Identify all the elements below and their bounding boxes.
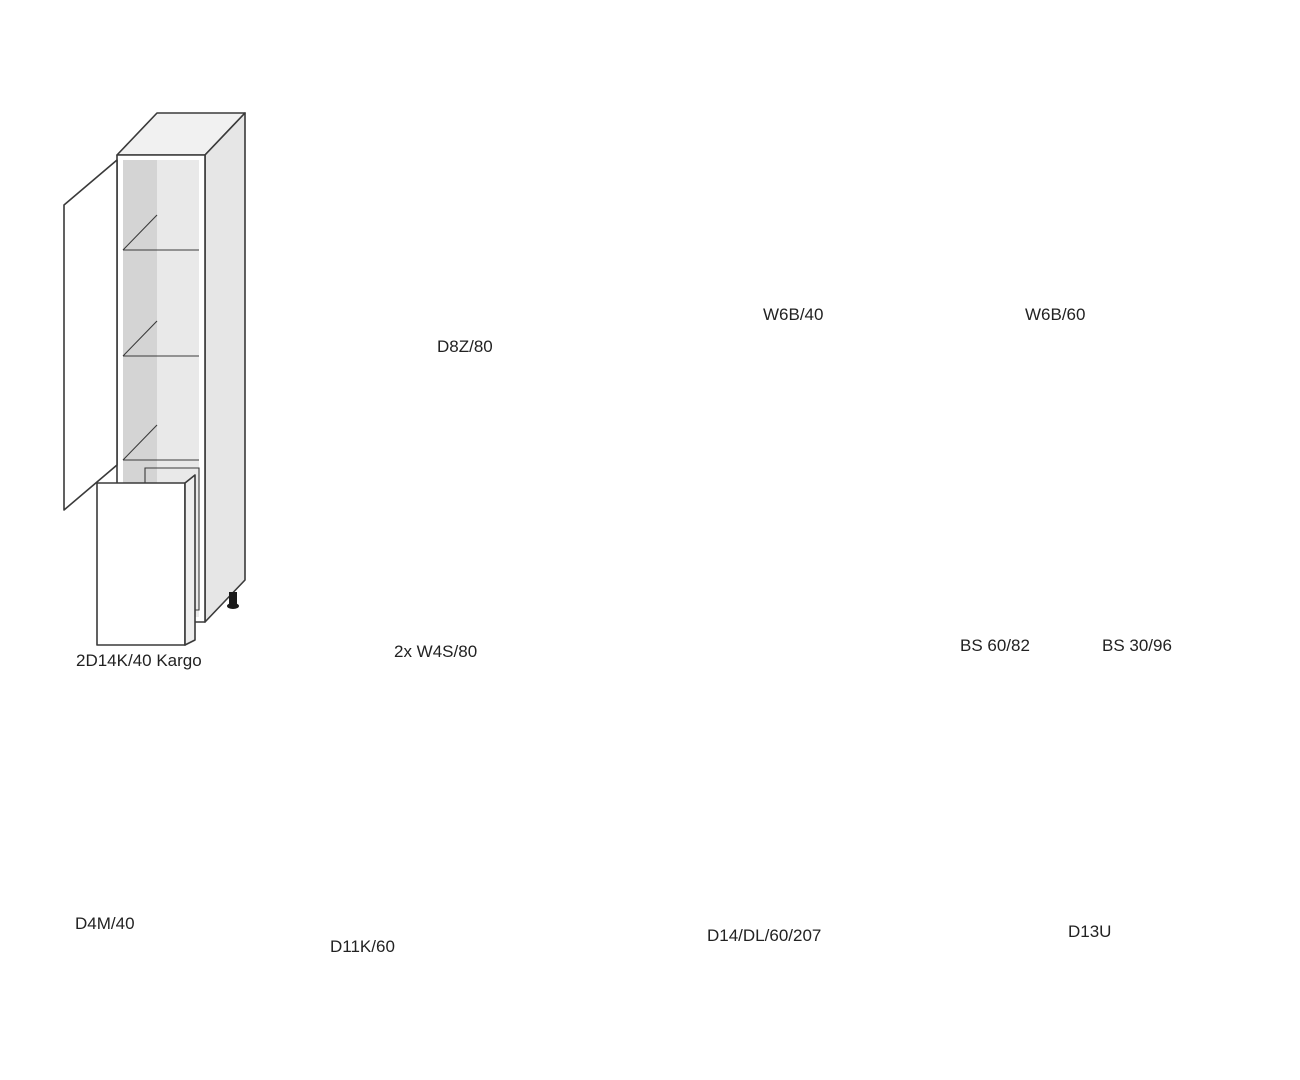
tall-cargo-cabinet-drawing [63, 112, 246, 646]
glass-wall-pair-label: 2x W4S/80 [392, 642, 480, 661]
oven-base-label: D11K/60 [330, 937, 395, 956]
sink-base-label: D8Z/80 [437, 337, 493, 356]
wall-lift-40-label: W6B/40 [763, 305, 824, 324]
fridge-tall-label: D14/DL/60/207 [707, 926, 822, 945]
side-panel-96-label: BS 30/96 [1102, 636, 1172, 655]
corner-base-label: D13U [1068, 922, 1112, 941]
tall-cargo-label: 2D14K/40 Kargo [76, 651, 202, 670]
side-panel-82-label: BS 60/82 [960, 636, 1030, 655]
drawer-base-label: D4M/40 [75, 914, 135, 933]
wall-lift-60-label: W6B/60 [1025, 305, 1086, 324]
